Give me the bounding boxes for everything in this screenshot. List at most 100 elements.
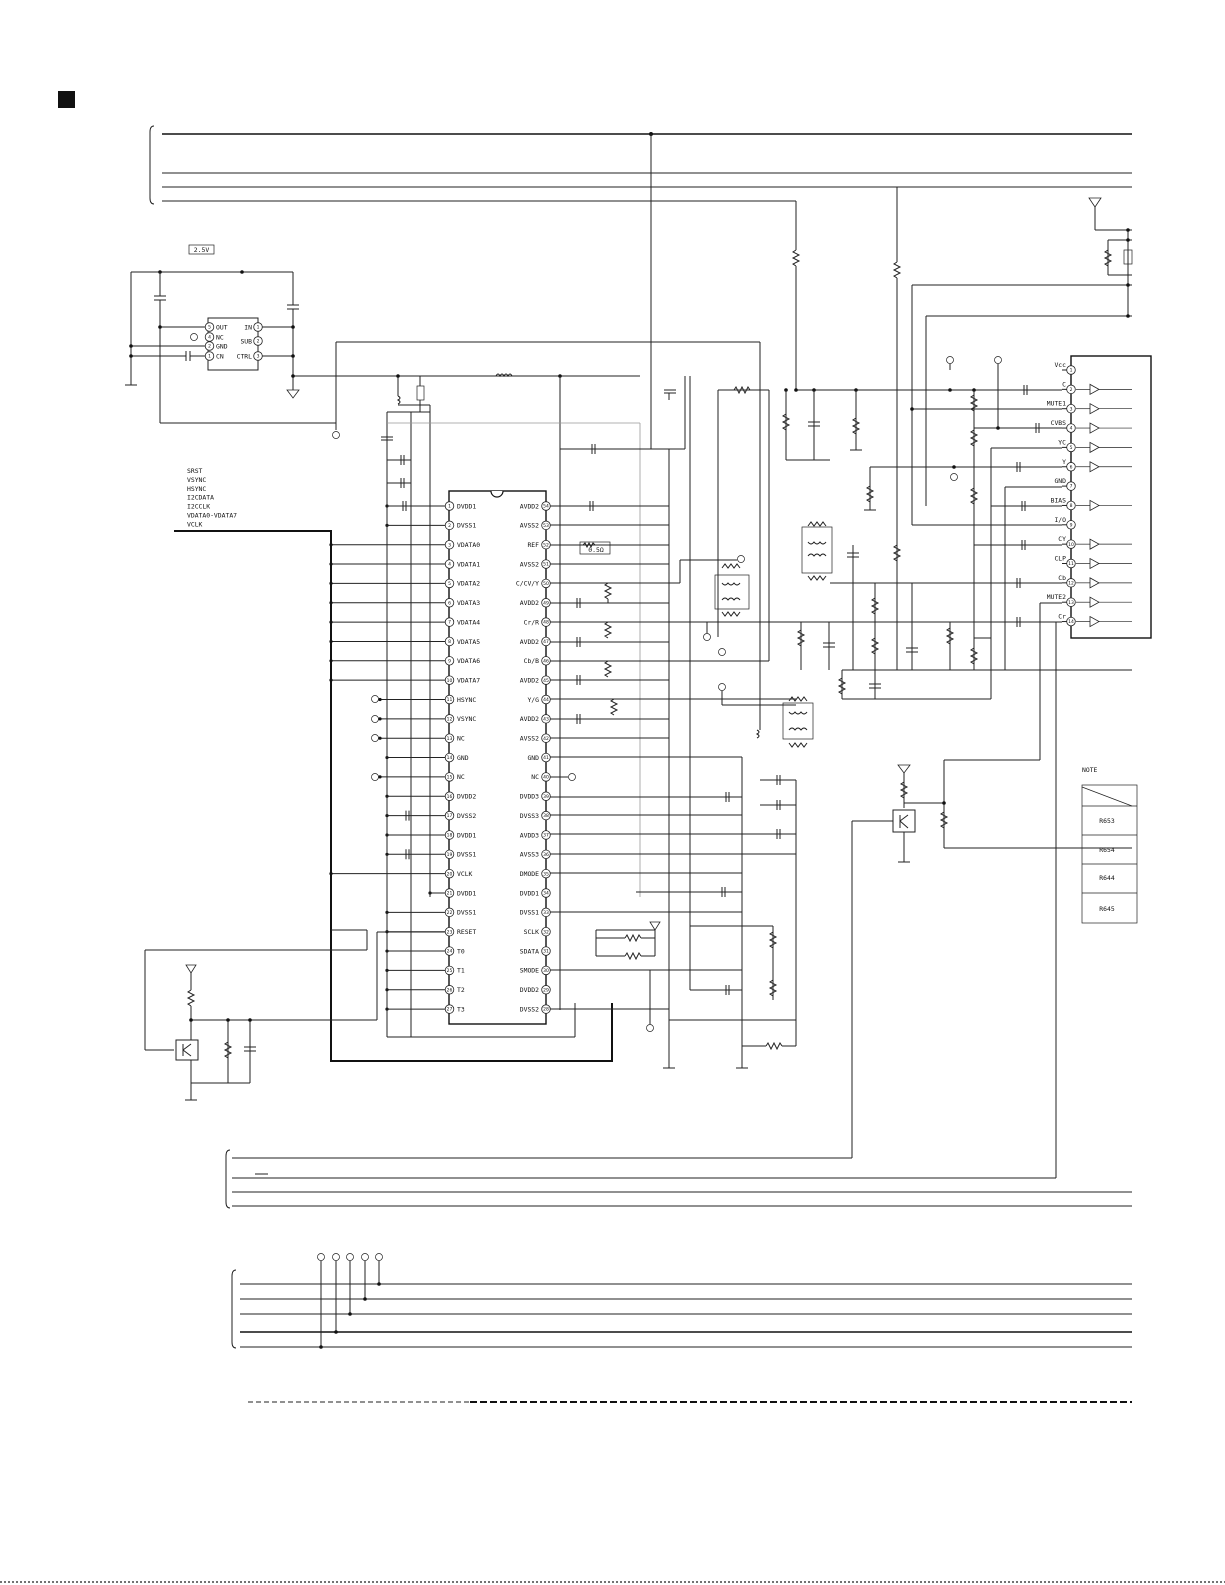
encoder-pin-label: AVSS2 <box>520 560 539 568</box>
pin-number <box>444 559 455 569</box>
pin-number-label: 14 <box>1068 619 1074 625</box>
encoder-pin-label: VDATA4 <box>457 618 480 626</box>
encoder-pin-label: AVSS2 <box>520 735 539 743</box>
bus-signal-label: VDATA0-VDATA7 <box>187 512 237 520</box>
pin-number <box>444 888 455 898</box>
driver-pin-label: CY <box>1058 535 1066 543</box>
pin-number <box>253 322 263 332</box>
pin-number <box>1066 481 1076 491</box>
pin-number <box>444 501 455 511</box>
pin-number-label: 11 <box>1068 561 1074 567</box>
pin-number <box>1066 423 1076 433</box>
pin-number <box>1066 597 1076 607</box>
pin-number-label: 5 <box>208 325 211 331</box>
pin-number <box>541 791 551 801</box>
encoder-pin-label: VDATA2 <box>457 580 480 588</box>
encoder-pin-label: Cb/B <box>524 657 540 665</box>
driver-pin-label: CVBS <box>1051 419 1067 427</box>
pin-number-label: 50 <box>543 581 549 587</box>
driver-pin-label: I/O <box>1054 516 1066 524</box>
pin-number-label: 1 <box>448 504 451 510</box>
pin-number <box>1066 520 1076 530</box>
pin-number <box>444 520 455 531</box>
pin-number-label: 8 <box>1070 503 1073 509</box>
pin-number-label: 2 <box>1070 387 1073 393</box>
pin-number-label: 29 <box>543 987 549 993</box>
regulator-pin-label: IN <box>244 323 252 331</box>
pin-number-label: 34 <box>543 891 549 897</box>
encoder-pin-label: NC <box>531 773 539 781</box>
note-table: NOTE R653 R654 R644 R645 <box>1081 766 1138 924</box>
pin-number <box>541 888 551 898</box>
encoder-pin-label: SDATA <box>520 947 539 955</box>
encoder-pin-label: T2 <box>457 986 465 994</box>
encoder-pin-label: VDATA0 <box>457 541 480 549</box>
pin-number <box>541 830 551 840</box>
pin-number-label: 53 <box>543 523 549 529</box>
pin-number-label: 3 <box>257 354 260 360</box>
encoder-pin-label: VSYNC <box>457 715 476 723</box>
encoder-pin-label: T1 <box>457 967 465 975</box>
pin-number-label: 2 <box>448 523 451 529</box>
encoder-pin-label: DVSS1 <box>457 522 476 530</box>
encoder-pin-label: AVSS2 <box>520 522 539 530</box>
pin-number-label: 11 <box>447 697 453 703</box>
driver-pin-label: Cr <box>1058 613 1066 621</box>
bus-signal-list: SRSTVSYNCHSYNCI2CDATAI2CCLKVDATA0-VDATA7… <box>187 467 237 528</box>
pin-number <box>444 810 455 821</box>
pin-number <box>444 946 455 956</box>
pin-number-label: 10 <box>1068 542 1074 548</box>
pin-number-label: 9 <box>448 658 451 664</box>
pin-number-label: 33 <box>543 910 549 916</box>
pin-number-label: 28 <box>543 1007 549 1013</box>
pin-number <box>444 675 455 685</box>
pin-number <box>1066 404 1076 414</box>
pin-number <box>1066 558 1076 569</box>
pin-number <box>1066 365 1076 375</box>
bus-signal-label: VSYNC <box>187 476 206 484</box>
pin-number <box>444 733 455 743</box>
pin-number <box>444 830 455 840</box>
pin-number-label: 36 <box>543 852 549 858</box>
pin-number-label: 7 <box>448 620 451 626</box>
pin-number <box>541 946 551 956</box>
encoder-pin-label: AVDD2 <box>520 638 539 646</box>
pin-number-label: 38 <box>543 813 549 819</box>
encoder-pin-label: GND <box>457 754 469 762</box>
pin-number-label: 4 <box>208 335 211 341</box>
pin-number-label: 48 <box>543 620 549 626</box>
pin-number-label: 23 <box>447 929 453 935</box>
pin-number-label: 25 <box>447 968 453 974</box>
encoder-pin-label: AVDD2 <box>520 715 539 723</box>
pin-number-label: 40 <box>543 775 549 781</box>
pin-number-label: 39 <box>543 794 549 800</box>
pin-number-label: 15 <box>447 775 453 781</box>
pin-number-label: 2 <box>257 339 260 345</box>
pin-number-label: 4 <box>1070 426 1073 432</box>
pin-number-label: 12 <box>1068 580 1074 586</box>
pin-number <box>444 1004 455 1014</box>
pin-number <box>444 636 455 647</box>
encoder-pin-label: DVSS1 <box>457 909 476 917</box>
encoder-pin-label: SMODE <box>520 967 539 975</box>
pin-number-label: 5 <box>1070 445 1073 451</box>
encoder-ic <box>448 490 547 1025</box>
note-row-label: R653 <box>1099 817 1115 825</box>
pin-number-label: 8 <box>448 639 451 645</box>
bus-signal-label: I2CDATA <box>187 494 214 502</box>
driver-pin-label: MUTE2 <box>1047 593 1066 601</box>
pin-number <box>541 636 551 647</box>
regulator-pin-label: CTRL <box>237 352 253 360</box>
reset-circuit <box>144 929 445 1101</box>
encoder-pin-label: HSYNC <box>457 696 476 704</box>
pin-number-label: 52 <box>543 542 549 548</box>
pin-number-label: 24 <box>447 949 453 955</box>
pin-number-label: 20 <box>447 871 453 877</box>
bus-signal-label: SRST <box>187 467 203 475</box>
encoder-pin-label: REF <box>527 541 539 549</box>
pin-number <box>1066 462 1076 472</box>
pin-number <box>1066 616 1076 627</box>
encoder-pin-label: DVDD3 <box>520 793 539 801</box>
encoder-pin-label: VDATA6 <box>457 657 480 665</box>
